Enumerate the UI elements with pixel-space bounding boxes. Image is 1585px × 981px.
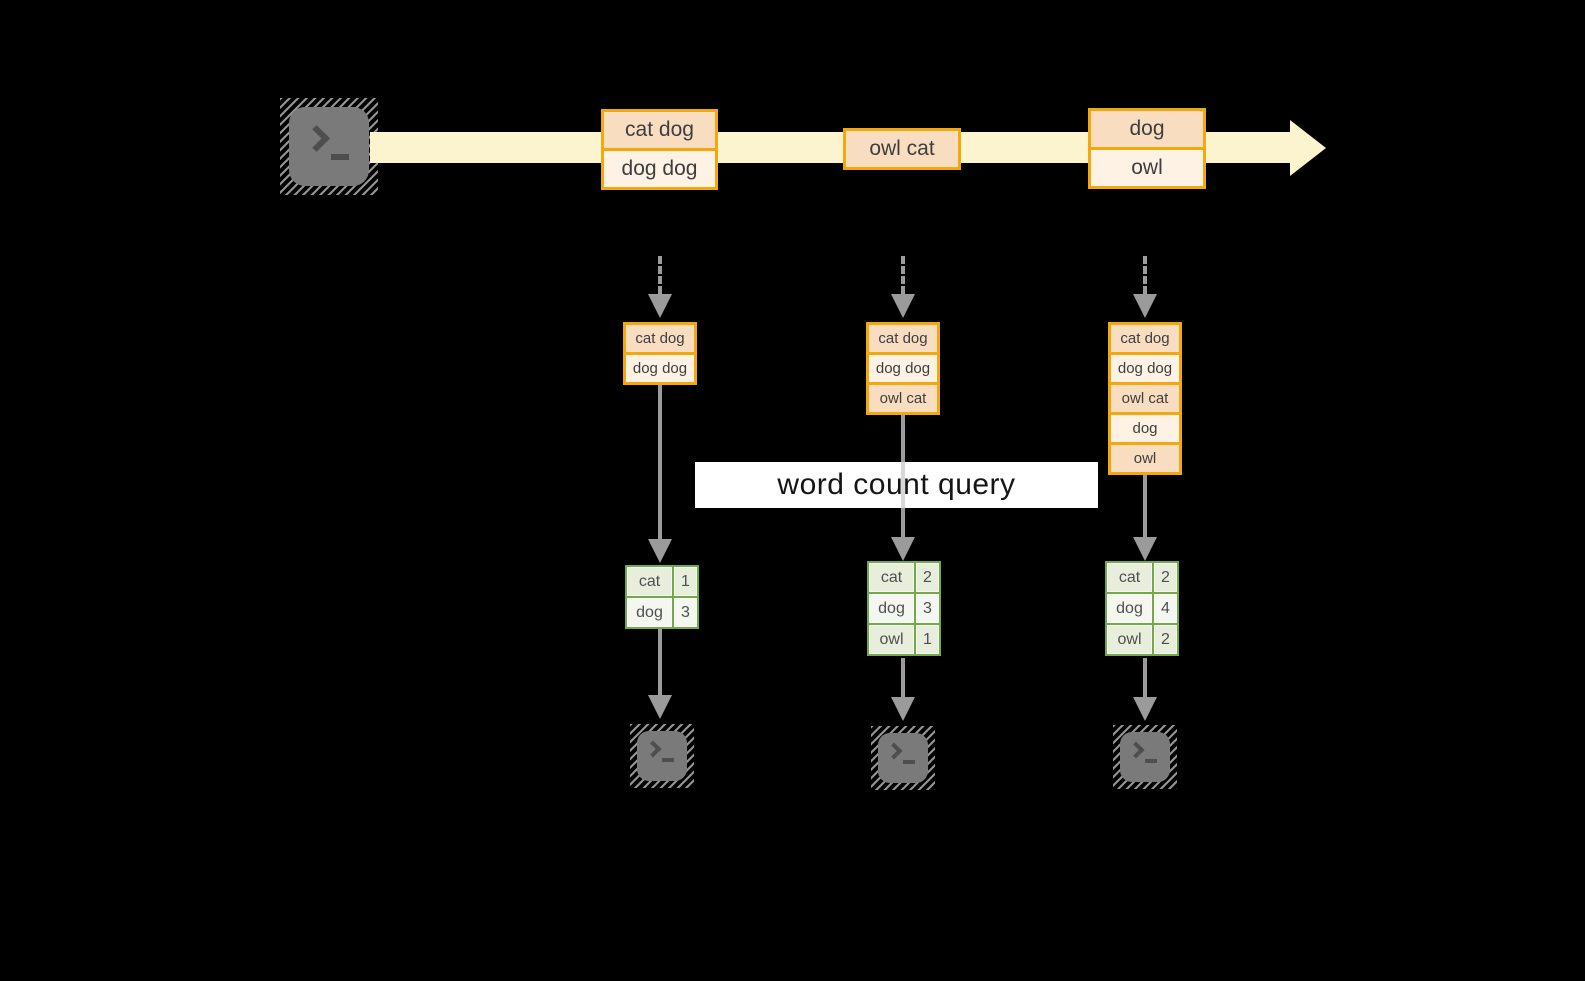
record-cell: cat dog bbox=[869, 325, 937, 352]
count-cell: 2 bbox=[1154, 563, 1177, 592]
record-cell: dog dog bbox=[1111, 355, 1179, 382]
output-arrow-1 bbox=[658, 629, 662, 695]
query-arrow-1 bbox=[658, 385, 662, 539]
prompt-underscore-icon bbox=[662, 758, 674, 762]
terminal-prompt-icon bbox=[1120, 732, 1170, 782]
prompt-chevron-icon bbox=[1127, 741, 1145, 759]
query-arrow-2-overlay bbox=[901, 462, 905, 508]
down-arrowhead-icon bbox=[648, 539, 672, 563]
record-cell: dog bbox=[1091, 111, 1203, 147]
down-arrowhead-icon bbox=[891, 697, 915, 721]
query-arrow-3 bbox=[1143, 475, 1147, 537]
down-arrowhead-icon bbox=[891, 537, 915, 561]
state-snapshot-1: cat dog dog dog bbox=[623, 322, 697, 385]
output-terminal-icon-1 bbox=[630, 724, 694, 788]
record-cell: cat dog bbox=[1111, 325, 1179, 352]
checkpoint-dashed-arrow-1 bbox=[658, 256, 662, 294]
prompt-chevron-icon bbox=[644, 740, 662, 758]
down-arrowhead-icon bbox=[648, 695, 672, 719]
prompt-underscore-icon bbox=[1145, 759, 1157, 763]
query-label: word count query bbox=[695, 462, 1098, 508]
prompt-chevron-icon bbox=[303, 125, 330, 152]
count-cell: 2 bbox=[1154, 625, 1177, 654]
record-cell: dog bbox=[1111, 415, 1179, 442]
word-cell: dog bbox=[869, 594, 914, 623]
output-terminal-icon-2 bbox=[871, 726, 935, 790]
output-arrow-3 bbox=[1143, 658, 1147, 697]
prompt-underscore-icon bbox=[903, 760, 915, 764]
output-terminal-icon-3 bbox=[1113, 725, 1177, 789]
down-arrowhead-icon bbox=[1133, 697, 1157, 721]
word-cell: owl bbox=[869, 625, 914, 654]
down-arrowhead-icon bbox=[648, 294, 672, 318]
terminal-prompt-icon bbox=[289, 107, 369, 186]
record-cell: cat dog bbox=[626, 325, 694, 352]
record-cell: dog dog bbox=[604, 151, 715, 187]
count-cell: 1 bbox=[916, 625, 939, 654]
count-cell: 3 bbox=[674, 598, 697, 627]
checkpoint-dashed-arrow-3 bbox=[1143, 256, 1147, 294]
word-cell: cat bbox=[1107, 563, 1152, 592]
state-snapshot-3: cat dog dog dog owl cat dog owl bbox=[1108, 322, 1182, 475]
down-arrowhead-icon bbox=[1133, 537, 1157, 561]
checkpoint-dashed-arrow-2 bbox=[901, 256, 905, 294]
record-cell: owl cat bbox=[846, 131, 958, 167]
word-cell: dog bbox=[627, 598, 672, 627]
record-cell: owl cat bbox=[1111, 385, 1179, 412]
word-cell: cat bbox=[869, 563, 914, 592]
record-cell: owl cat bbox=[869, 385, 937, 412]
down-arrowhead-icon bbox=[1133, 294, 1157, 318]
prompt-underscore-icon bbox=[331, 154, 349, 160]
terminal-prompt-icon bbox=[878, 733, 928, 783]
terminal-prompt-icon bbox=[637, 731, 687, 781]
word-cell: owl bbox=[1107, 625, 1152, 654]
record-cell: owl bbox=[1091, 150, 1203, 186]
record-cell: owl bbox=[1111, 445, 1179, 472]
record-cell: dog dog bbox=[869, 355, 937, 382]
record-cell: cat dog bbox=[604, 112, 715, 148]
down-arrowhead-icon bbox=[891, 294, 915, 318]
count-cell: 1 bbox=[674, 567, 697, 596]
count-cell: 3 bbox=[916, 594, 939, 623]
stream-record-batch-2: owl cat bbox=[843, 128, 961, 170]
stream-arrowhead-icon bbox=[1290, 120, 1326, 176]
record-cell: dog dog bbox=[626, 355, 694, 382]
count-cell: 2 bbox=[916, 563, 939, 592]
count-cell: 4 bbox=[1154, 594, 1177, 623]
word-cell: dog bbox=[1107, 594, 1152, 623]
word-cell: cat bbox=[627, 567, 672, 596]
state-snapshot-2: cat dog dog dog owl cat bbox=[866, 322, 940, 415]
source-terminal-icon bbox=[280, 98, 378, 195]
output-arrow-2 bbox=[901, 658, 905, 697]
prompt-chevron-icon bbox=[885, 742, 903, 760]
